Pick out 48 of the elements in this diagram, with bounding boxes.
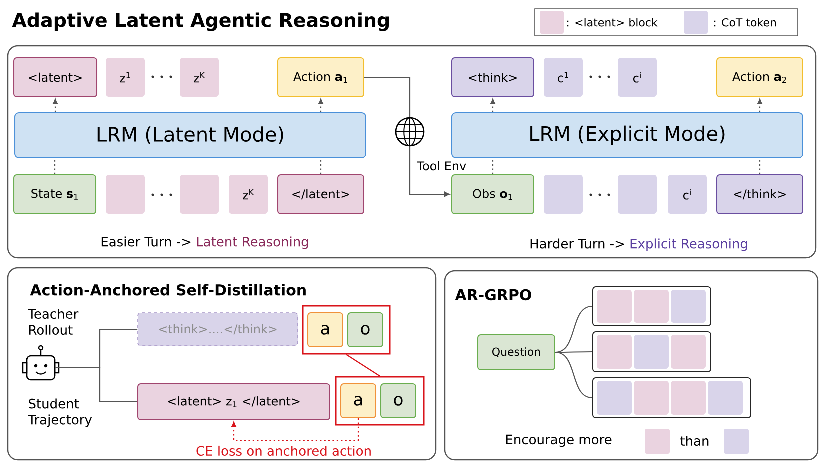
token-box: c$^{i}$: [668, 175, 707, 214]
token-box: z$^{K}$: [180, 58, 219, 97]
token-box: [618, 175, 657, 214]
observation-box: Obs o$_{1}$: [452, 174, 534, 214]
token-box: <think>....</think>: [138, 312, 298, 346]
panel-caption: Action-Anchored Self-Distillation: [30, 284, 306, 296]
token-box: c$^{i}$: [618, 58, 657, 97]
arrow: [231, 418, 360, 442]
question-box: Question: [478, 334, 556, 370]
token-box: </latent>: [278, 174, 364, 214]
token-box: [544, 175, 583, 214]
state-box: State s$_{1}$: [14, 174, 97, 214]
panel-caption: AR-GRPO: [455, 289, 532, 301]
panel-caption: Harder Turn -> Explicit Reasoning: [530, 238, 748, 252]
panel-caption: Easier Turn -> Latent Reasoning: [102, 236, 308, 250]
title: Adaptive Latent Agentic Reasoning: [12, 12, 389, 32]
legend-text: : <latent> block: [568, 18, 658, 27]
text-label: Teacher Rollout: [28, 308, 79, 336]
text-label: Student Trajectory: [28, 398, 92, 428]
robot-icon: [22, 345, 60, 381]
highlight-frame: [302, 305, 391, 355]
legend-text: : CoT token: [714, 18, 776, 27]
token-box: c$^{1}$: [544, 58, 583, 97]
observation-box: o: [380, 384, 416, 418]
model-box: LRM (Explicit Mode): [452, 112, 804, 158]
action-box: a: [308, 312, 344, 348]
highlight-frame: [335, 376, 425, 426]
observation-box: o: [348, 312, 384, 348]
token-box: [106, 175, 145, 214]
action-box: a: [340, 384, 376, 418]
arrow: [757, 98, 763, 112]
arrow: [490, 98, 496, 112]
action-box: Action a$_{1}$: [278, 58, 364, 98]
text-label: than: [680, 436, 709, 446]
text-label: Encourage more: [506, 434, 612, 448]
arrow: [318, 98, 324, 112]
arrow: [53, 98, 58, 112]
action-box: Action a$_{2}$: [716, 58, 804, 98]
token-box: [180, 175, 219, 214]
token-box: </think>: [716, 174, 804, 214]
token-box: <think>: [452, 58, 534, 98]
token-box: z$^{K}$: [229, 175, 268, 214]
edge-label: CE loss on anchored action: [195, 444, 373, 458]
token-box: <latent>: [14, 58, 98, 98]
token-box: z$^{1}$: [106, 58, 145, 97]
token-box: <latent> z$_{1}$ </latent>: [138, 384, 330, 420]
model-box: LRM (Latent Mode): [14, 112, 366, 158]
text-label: Tool Env: [417, 161, 466, 171]
